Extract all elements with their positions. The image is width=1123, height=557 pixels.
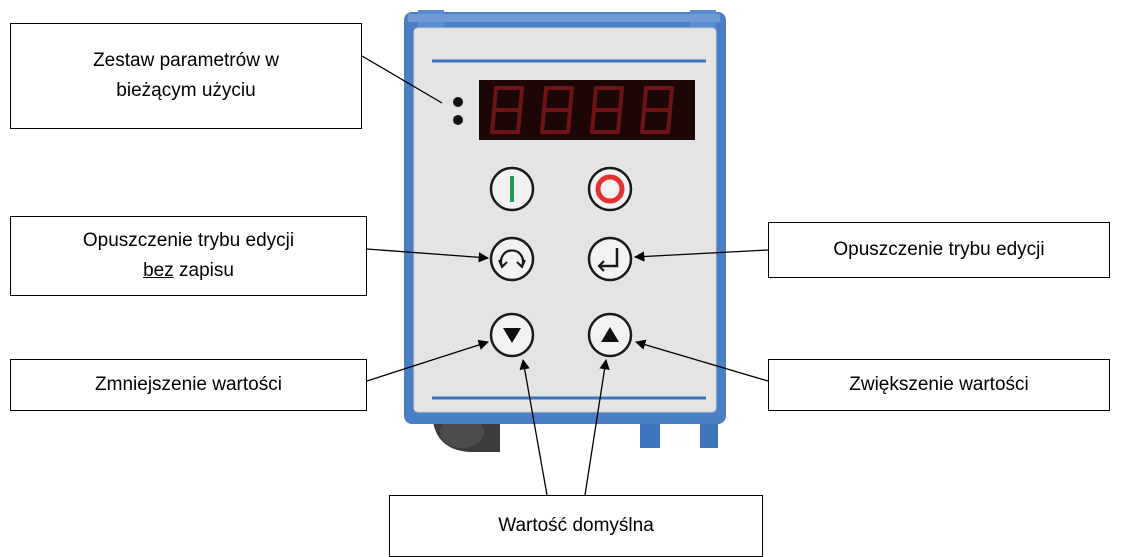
display-digit-4-segment-2 — [670, 88, 672, 110]
label-parameter-set-line2: bieżącym użyciu — [93, 76, 279, 106]
display-digit-1-segment-5 — [492, 110, 494, 132]
seven-segment-display — [479, 80, 695, 140]
display-digit-4-segment-5 — [642, 110, 644, 132]
label-decrease-text: Zmniejszenie wartości — [95, 370, 282, 400]
label-default-value: Wartość domyślna — [389, 495, 763, 557]
display-digit-3-segment-2 — [620, 88, 622, 110]
label-decrease: Zmniejszenie wartości — [10, 359, 367, 411]
parameter-set-led-1 — [453, 97, 463, 107]
stop-button[interactable] — [589, 168, 631, 210]
exit-without-save-button[interactable] — [491, 238, 533, 280]
label-exit-edit-text: Opuszczenie trybu edycji — [833, 235, 1044, 265]
increase-button[interactable] — [589, 314, 631, 356]
enter-button[interactable] — [589, 238, 631, 280]
label-exit-without-save-line2: bez zapisu — [83, 256, 294, 286]
label-exit-without-save-line1: Opuszczenie trybu edycji — [83, 226, 294, 256]
display-digit-3-segment-5 — [592, 110, 594, 132]
label-increase: Zwiększenie wartości — [768, 359, 1110, 411]
display-digit-1-segment-3 — [518, 110, 520, 132]
parameter-set-led-2 — [453, 115, 463, 125]
start-button[interactable] — [491, 168, 533, 210]
display-digit-3-segment-3 — [618, 110, 620, 132]
display-digit-2-segment-3 — [568, 110, 570, 132]
label-parameter-set-line1: Zestaw parametrów w — [93, 46, 279, 76]
display-digit-2-segment-6 — [544, 88, 546, 110]
display-digit-1-segment-2 — [520, 88, 522, 110]
decrease-button[interactable] — [491, 314, 533, 356]
display-digit-3-segment-6 — [594, 88, 596, 110]
display-digit-2-segment-2 — [570, 88, 572, 110]
display-digit-4-segment-3 — [668, 110, 670, 132]
label-zapisu: zapisu — [174, 260, 234, 281]
label-parameter-set: Zestaw parametrów w bieżącym użyciu — [10, 23, 362, 129]
label-default-value-text: Wartość domyślna — [498, 511, 654, 541]
display-digit-2-segment-5 — [542, 110, 544, 132]
label-bez-underlined: bez — [143, 260, 174, 281]
display-digit-1-segment-6 — [494, 88, 496, 110]
display-digit-4-segment-6 — [644, 88, 646, 110]
label-exit-edit: Opuszczenie trybu edycji — [768, 222, 1110, 278]
label-exit-without-save: Opuszczenie trybu edycji bez zapisu — [10, 216, 367, 296]
label-increase-text: Zwiększenie wartości — [849, 370, 1029, 400]
